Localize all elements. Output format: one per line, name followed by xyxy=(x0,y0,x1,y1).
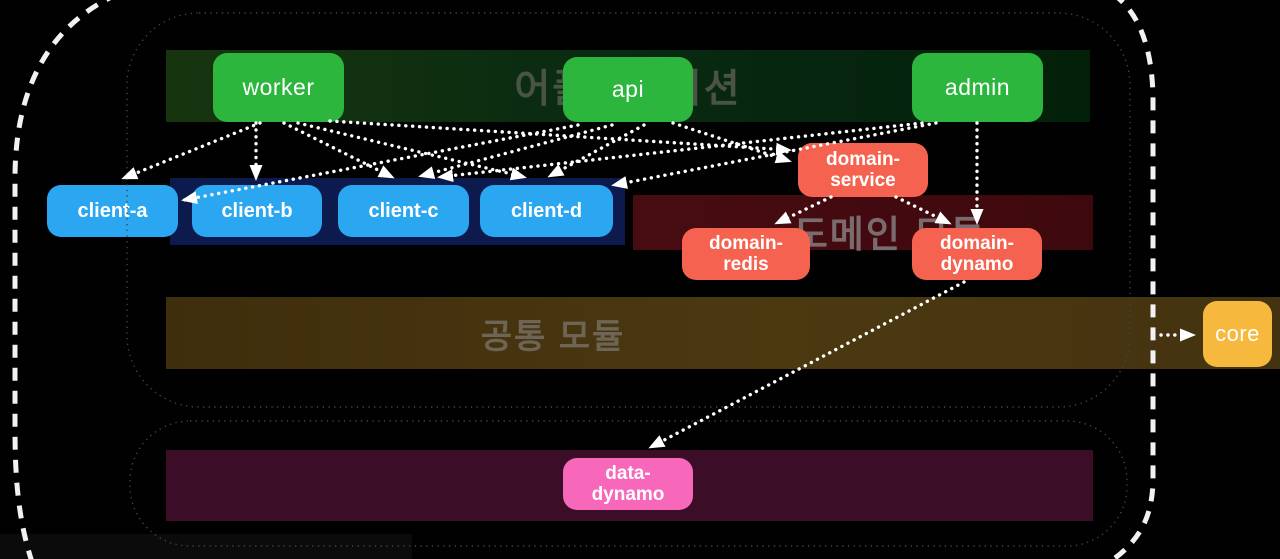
arrow-worker-to-client_d xyxy=(296,121,527,181)
arrow-api-to-client_d xyxy=(547,123,646,178)
node-client-b: client-b xyxy=(192,185,322,237)
node-domain-dynamo: domain- dynamo xyxy=(912,228,1042,280)
node-label-line1: domain- xyxy=(709,232,783,254)
node-worker: worker xyxy=(213,53,344,122)
node-domain-redis: domain- redis xyxy=(682,228,810,280)
arrow-worker-to-client_a xyxy=(121,121,262,180)
node-label: client-c xyxy=(368,199,439,222)
node-label: client-a xyxy=(77,199,148,222)
node-label: client-d xyxy=(510,199,583,222)
common-layer-label: 공통 모듈 xyxy=(480,317,626,356)
node-label-line2: dynamo xyxy=(591,484,665,505)
node-client-a: client-a xyxy=(47,185,178,237)
node-admin: admin xyxy=(912,53,1043,122)
arrow-api-to-client_c xyxy=(418,123,614,179)
node-label-line1: domain- xyxy=(826,148,900,170)
background-strip xyxy=(0,534,412,559)
node-data-dynamo: data- dynamo xyxy=(563,458,693,510)
node-label-line1: domain- xyxy=(940,232,1014,254)
node-label-line2: service xyxy=(830,170,896,191)
node-label: admin xyxy=(944,73,1011,100)
node-core: core xyxy=(1203,301,1272,367)
node-client-d: client-d xyxy=(480,185,613,237)
node-label: core xyxy=(1215,320,1260,346)
arrow-worker-to-client_c xyxy=(282,121,395,179)
arrow-api-to-domain_service xyxy=(671,121,792,164)
node-label-line2: redis xyxy=(723,254,769,275)
node-label-line2: dynamo xyxy=(940,254,1014,275)
node-client-c: client-c xyxy=(338,185,469,237)
node-api: api xyxy=(563,57,693,122)
arrow-worker-to-domain_service xyxy=(328,119,792,156)
outer-dashed-border-right xyxy=(1109,0,1156,559)
node-label: worker xyxy=(242,73,315,100)
node-label: api xyxy=(611,75,645,102)
outer-dashed-border-left xyxy=(12,0,112,559)
node-label: client-b xyxy=(221,199,293,222)
node-domain-service: domain- service xyxy=(798,143,928,197)
node-label-line1: data- xyxy=(605,462,651,484)
common-layer-banner: 공통 모듈 xyxy=(166,297,1280,369)
